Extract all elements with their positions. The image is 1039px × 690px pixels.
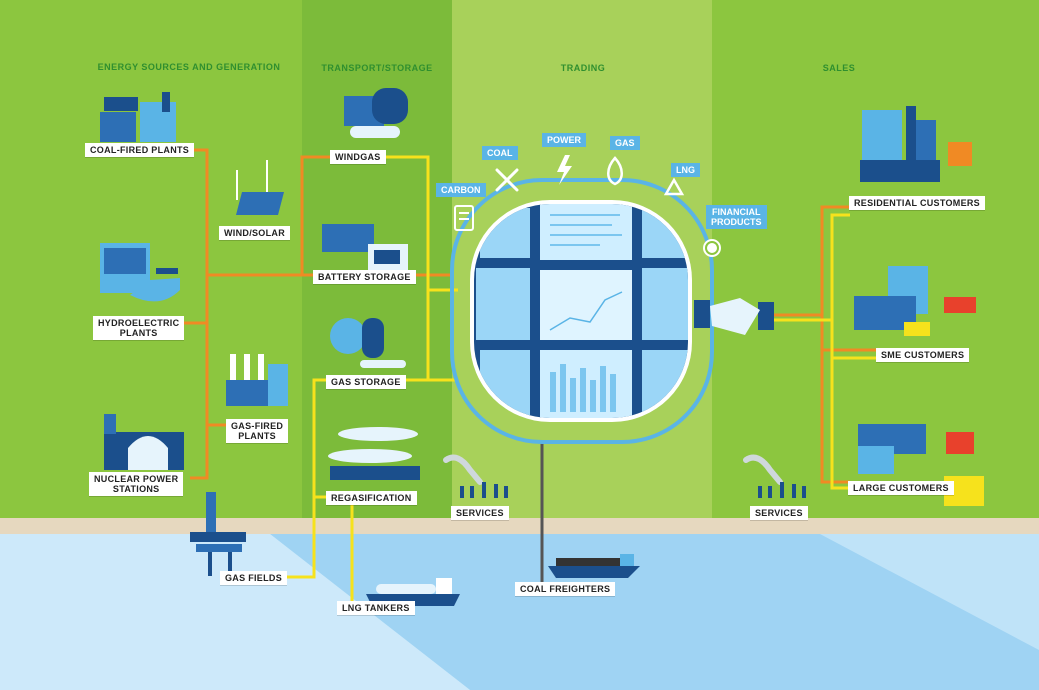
label-gas-fired-line2: PLANTS bbox=[238, 431, 276, 441]
battery-storage-icon bbox=[322, 224, 408, 270]
label-large-customers: LARGE CUSTOMERS bbox=[848, 481, 954, 495]
tag-coal: COAL bbox=[482, 146, 518, 160]
residential-buildings-icon bbox=[860, 106, 972, 182]
section-title-trading: TRADING bbox=[560, 63, 606, 73]
shoreline bbox=[0, 518, 1039, 534]
tag-gas: GAS bbox=[610, 136, 640, 150]
tag-financial-line2: PRODUCTS bbox=[711, 217, 762, 227]
label-gas-fields: GAS FIELDS bbox=[220, 571, 288, 585]
label-coal-fired-plants: COAL-FIRED PLANTS bbox=[85, 143, 195, 157]
carbon-certificate-icon bbox=[454, 205, 474, 231]
tag-financial-products: FINANCIAL PRODUCTS bbox=[706, 205, 767, 229]
label-hydroelectric-plants: HYDROELECTRIC PLANTS bbox=[93, 316, 185, 340]
gas-plant-icon bbox=[226, 354, 288, 406]
coal-freighter-icon bbox=[548, 554, 640, 578]
offshore-gas-rig-icon bbox=[190, 492, 246, 576]
label-lng-tankers: LNG TANKERS bbox=[337, 601, 415, 615]
label-gas-fired-plants: GAS-FIRED PLANTS bbox=[226, 419, 289, 443]
label-nuclear-power-stations: NUCLEAR POWER STATIONS bbox=[89, 472, 184, 496]
tag-carbon: CARBON bbox=[436, 183, 486, 197]
gas-storage-icon bbox=[330, 318, 406, 368]
regasification-terminal-icon bbox=[328, 427, 420, 480]
lightning-icon bbox=[557, 155, 572, 185]
services-wrench-icon-right bbox=[743, 454, 806, 498]
label-windgas: WINDGAS bbox=[330, 150, 386, 164]
hydro-plant-icon bbox=[100, 243, 180, 302]
label-wind-solar: WIND/SOLAR bbox=[219, 226, 290, 240]
label-residential-customers: RESIDENTIAL CUSTOMERS bbox=[849, 196, 985, 210]
solar-panel-icon bbox=[236, 192, 284, 215]
hammer-pick-icon bbox=[495, 168, 519, 192]
label-services-right: SERVICES bbox=[750, 506, 808, 520]
wind-turbine-icon bbox=[236, 160, 268, 200]
flame-icon bbox=[607, 156, 623, 186]
tag-lng: LNG bbox=[671, 163, 700, 177]
label-battery-storage: BATTERY STORAGE bbox=[313, 270, 416, 284]
label-nuclear-line1: NUCLEAR POWER bbox=[94, 474, 179, 484]
tag-power: POWER bbox=[542, 133, 587, 147]
label-regasification: REGASIFICATION bbox=[326, 491, 417, 505]
tag-financial-line1: FINANCIAL bbox=[712, 207, 761, 217]
section-title-sales: SALES bbox=[822, 63, 856, 73]
label-nuclear-line2: STATIONS bbox=[112, 484, 160, 494]
label-coal-freighters: COAL FREIGHTERS bbox=[515, 582, 616, 596]
sme-buildings-icon bbox=[854, 266, 976, 336]
label-hydro-line2: PLANTS bbox=[119, 328, 158, 338]
nuclear-plant-icon bbox=[104, 414, 184, 470]
label-gas-storage: GAS STORAGE bbox=[326, 375, 406, 389]
lng-recycle-icon bbox=[663, 177, 685, 196]
section-title-energy-sources: ENERGY SOURCES AND GENERATION bbox=[97, 62, 281, 72]
label-services-left: SERVICES bbox=[451, 506, 509, 520]
label-gas-fired-line1: GAS-FIRED bbox=[231, 421, 284, 431]
label-sme-customers: SME CUSTOMERS bbox=[876, 348, 970, 362]
label-hydro-line1: HYDROELECTRIC bbox=[98, 318, 180, 328]
section-title-transport-storage: TRANSPORT/STORAGE bbox=[321, 63, 433, 73]
services-wrench-icon-left bbox=[443, 454, 508, 498]
windgas-tank-icon bbox=[344, 88, 408, 138]
coal-plant-icon bbox=[100, 92, 176, 142]
euro-coin-icon bbox=[703, 239, 721, 257]
